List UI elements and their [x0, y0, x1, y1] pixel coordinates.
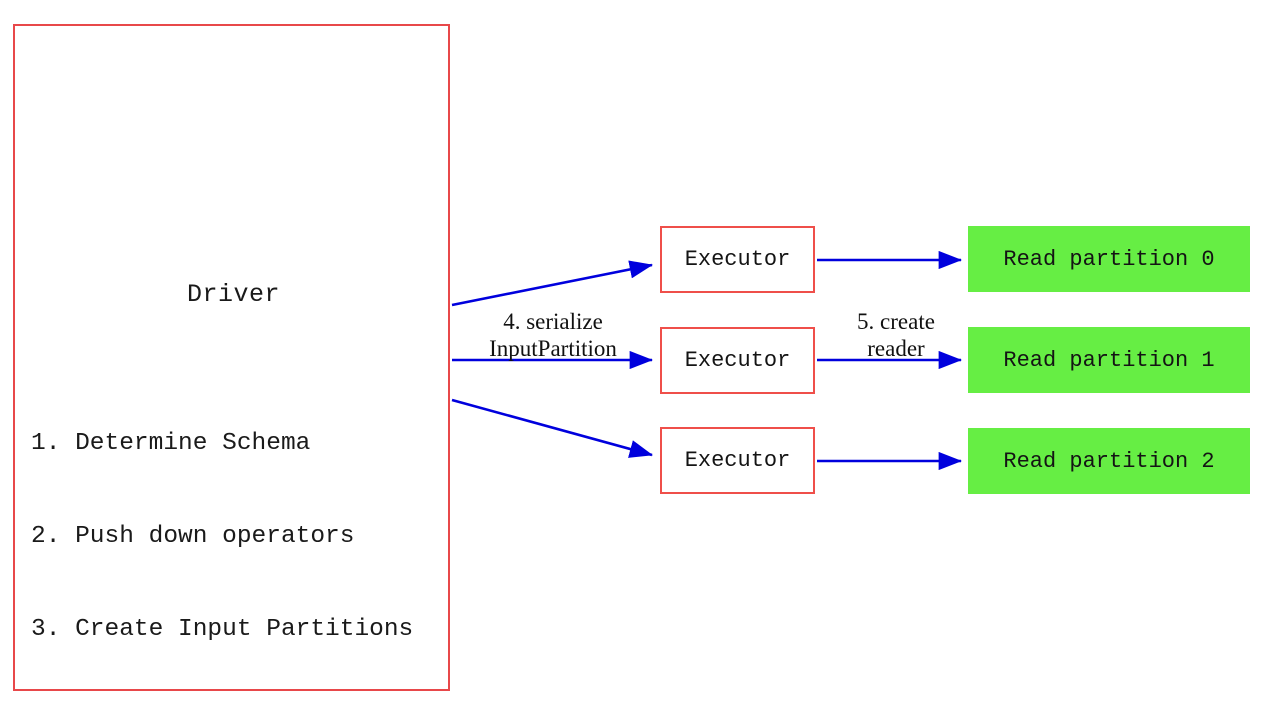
executor-box-2: Executor	[660, 327, 815, 394]
driver-box: Driver 1. Determine Schema 2. Push down …	[13, 24, 450, 691]
partition-box-2: Read partition 2	[968, 428, 1250, 494]
partition-box-0: Read partition 0	[968, 226, 1250, 292]
edge-label-create-reader-line-1: 5. create	[857, 309, 935, 334]
executor-box-3: Executor	[660, 427, 815, 494]
edge-label-create-reader: 5. create reader	[823, 308, 969, 362]
driver-step-2: 2. Push down operators	[31, 523, 355, 550]
edge-label-create-reader-line-2: reader	[867, 336, 925, 361]
edge-label-serialize-line-2: InputPartition	[489, 336, 617, 361]
partition-box-1: Read partition 1	[968, 327, 1250, 393]
edge-label-serialize-input-partition: 4. serialize InputPartition	[455, 308, 651, 362]
driver-steps-list: 1. Determine Schema 2. Push down operato…	[31, 366, 451, 707]
arrow-driver-to-executor-1	[451, 260, 654, 307]
driver-step-1: 1. Determine Schema	[31, 430, 311, 457]
driver-title: Driver	[186, 280, 280, 309]
executor-box-1: Executor	[660, 226, 815, 293]
arrow-driver-to-executor-3	[451, 398, 654, 458]
edge-label-serialize-line-1: 4. serialize	[503, 309, 603, 334]
driver-step-3: 3. Create Input Partitions	[31, 616, 414, 643]
